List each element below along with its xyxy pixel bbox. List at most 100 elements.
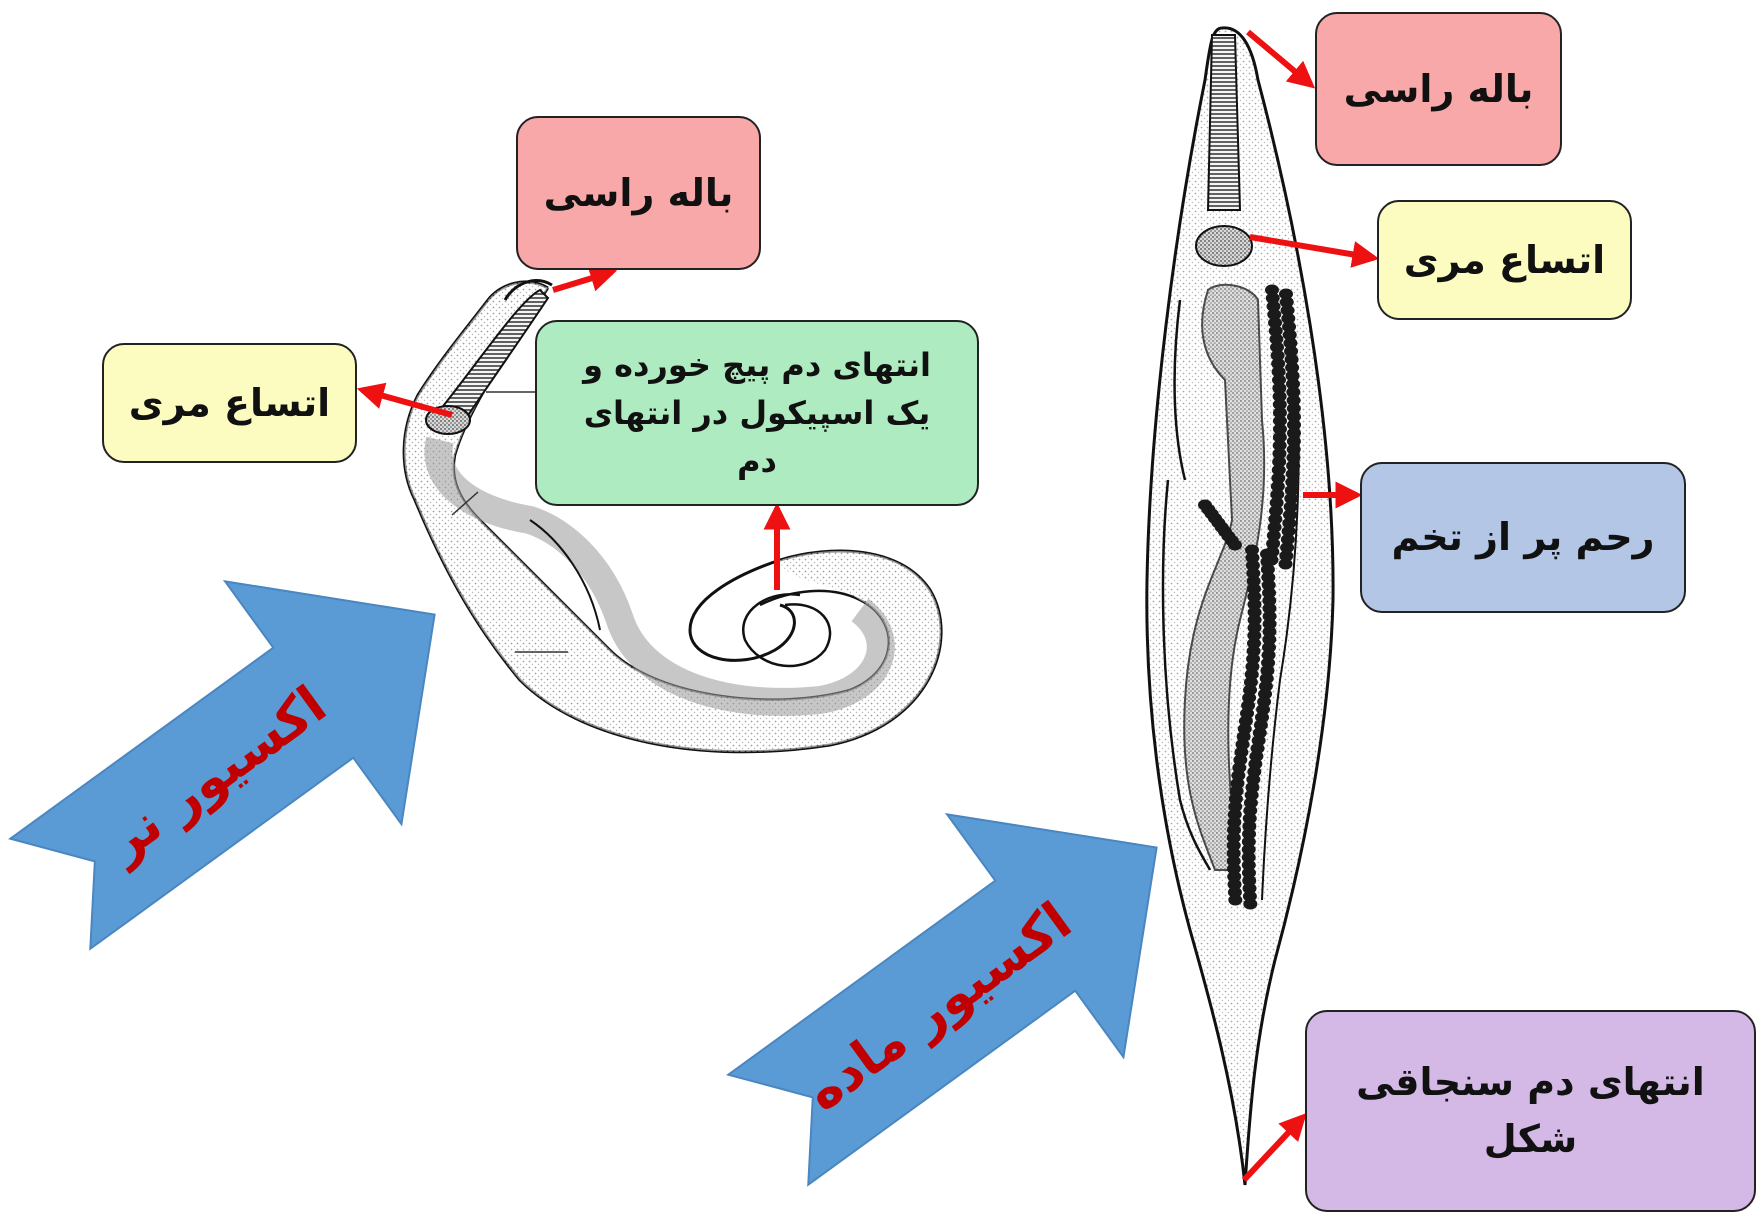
- egg-bead: [1272, 448, 1287, 460]
- egg-bead: [1228, 894, 1243, 906]
- label-female-esophagus: اتساع مری: [1377, 200, 1632, 320]
- egg-bead: [1266, 538, 1281, 550]
- egg-bead: [1280, 542, 1295, 554]
- pointer-female-head-fin: [1246, 29, 1316, 89]
- egg-bead: [1281, 525, 1296, 537]
- male-intestine: [424, 436, 895, 716]
- egg-bead: [1242, 812, 1257, 824]
- egg-bead: [1270, 341, 1285, 353]
- egg-bead: [1286, 435, 1301, 447]
- egg-bead: [1260, 556, 1275, 568]
- egg-bead: [1226, 840, 1241, 852]
- egg-bead: [1247, 630, 1262, 642]
- egg-bead: [1227, 816, 1242, 828]
- egg-bead: [1246, 645, 1261, 657]
- egg-bead: [1268, 513, 1283, 525]
- egg-bead: [1285, 370, 1300, 382]
- egg-bead: [1286, 403, 1301, 415]
- egg-bead: [1242, 875, 1257, 887]
- egg-bead: [1286, 378, 1301, 390]
- female-uterus-eggs: [1198, 284, 1301, 910]
- egg-bead: [1281, 313, 1296, 325]
- egg-bead: [1272, 423, 1287, 435]
- egg-bead: [1266, 300, 1281, 312]
- label-male-head-fin: باله راسی: [516, 116, 761, 270]
- pointer-female-esophagus: [1249, 234, 1380, 268]
- male-pinworm-illustration: [402, 279, 943, 754]
- egg-bead: [1246, 567, 1261, 579]
- egg-bead: [1271, 366, 1286, 378]
- egg-bead: [1272, 431, 1287, 443]
- egg-bead: [1247, 606, 1262, 618]
- egg-bead: [1272, 407, 1287, 419]
- label-female-uterus: رحم پر از تخم: [1360, 462, 1686, 613]
- egg-bead: [1227, 824, 1242, 836]
- egg-bead: [1272, 399, 1287, 411]
- egg-bead: [1247, 622, 1262, 634]
- egg-bead: [1242, 820, 1257, 832]
- male-big-arrow: اکسیور نر: [8, 579, 436, 951]
- egg-bead: [1268, 317, 1283, 329]
- egg-bead: [1262, 610, 1277, 622]
- egg-bead: [1262, 602, 1277, 614]
- egg-bead: [1286, 460, 1301, 472]
- male-head-fin: [503, 279, 553, 301]
- egg-bead: [1286, 394, 1301, 406]
- label-female-tail-text: انتهای دم سنجاقی شکل: [1356, 1060, 1705, 1161]
- egg-bead: [1226, 863, 1241, 875]
- label-male-esophagus-text: اتساع مری: [128, 380, 331, 425]
- egg-bead: [1272, 390, 1287, 402]
- label-female-esophagus-text: اتساع مری: [1403, 237, 1606, 282]
- egg-bead: [1283, 501, 1298, 513]
- egg-bead: [1286, 443, 1301, 455]
- egg-bead: [1272, 374, 1287, 386]
- pointer-female-tail: [1241, 1113, 1307, 1183]
- label-female-head-fin: باله راسی: [1315, 12, 1562, 166]
- pointer-arrows: [356, 29, 1380, 1183]
- egg-bead: [1285, 476, 1300, 488]
- egg-bead: [1265, 284, 1279, 296]
- label-male-tail-text: انتهای دم پیچ خورده و یک اسپیکول در انته…: [583, 346, 931, 480]
- egg-bead: [1243, 805, 1258, 817]
- egg-bead: [1286, 427, 1301, 439]
- egg-bead: [1261, 571, 1276, 583]
- egg-bead: [1272, 382, 1287, 394]
- egg-bead: [1279, 550, 1294, 562]
- egg-bead: [1241, 836, 1256, 848]
- egg-bead: [1278, 558, 1293, 570]
- egg-bead: [1268, 505, 1283, 517]
- egg-bead: [1267, 521, 1282, 533]
- egg-bead: [1227, 808, 1242, 820]
- egg-bead: [1286, 411, 1301, 423]
- egg-bead: [1269, 333, 1284, 345]
- egg-bead: [1271, 472, 1286, 484]
- egg-bead: [1246, 575, 1261, 587]
- egg-bead: [1270, 349, 1285, 361]
- egg-bead: [1284, 353, 1299, 365]
- egg-bead: [1262, 618, 1277, 630]
- egg-bead: [1226, 847, 1241, 859]
- egg-bead: [1269, 497, 1284, 509]
- egg-bead: [1262, 587, 1277, 599]
- egg-bead: [1286, 452, 1301, 464]
- egg-bead: [1270, 489, 1285, 501]
- label-male-tail: انتهای دم پیچ خورده و یک اسپیکول در انته…: [535, 320, 979, 506]
- egg-bead: [1285, 468, 1300, 480]
- egg-bead: [1247, 614, 1262, 626]
- pointer-male-esophagus: [356, 382, 453, 418]
- egg-bead: [1271, 464, 1286, 476]
- egg-bead: [1261, 649, 1276, 661]
- egg-bead: [1226, 855, 1241, 867]
- egg-bead: [1228, 793, 1243, 805]
- egg-bead: [1243, 898, 1258, 910]
- egg-bead: [1242, 828, 1257, 840]
- egg-bead: [1227, 878, 1242, 890]
- egg-bead: [1241, 859, 1256, 871]
- egg-bead: [1283, 337, 1298, 349]
- egg-bead: [1262, 595, 1277, 607]
- male-tail-spiral: [742, 592, 832, 668]
- female-pinworm-illustration: [1145, 26, 1335, 1186]
- egg-bead: [1280, 304, 1295, 316]
- egg-bead: [1265, 292, 1280, 304]
